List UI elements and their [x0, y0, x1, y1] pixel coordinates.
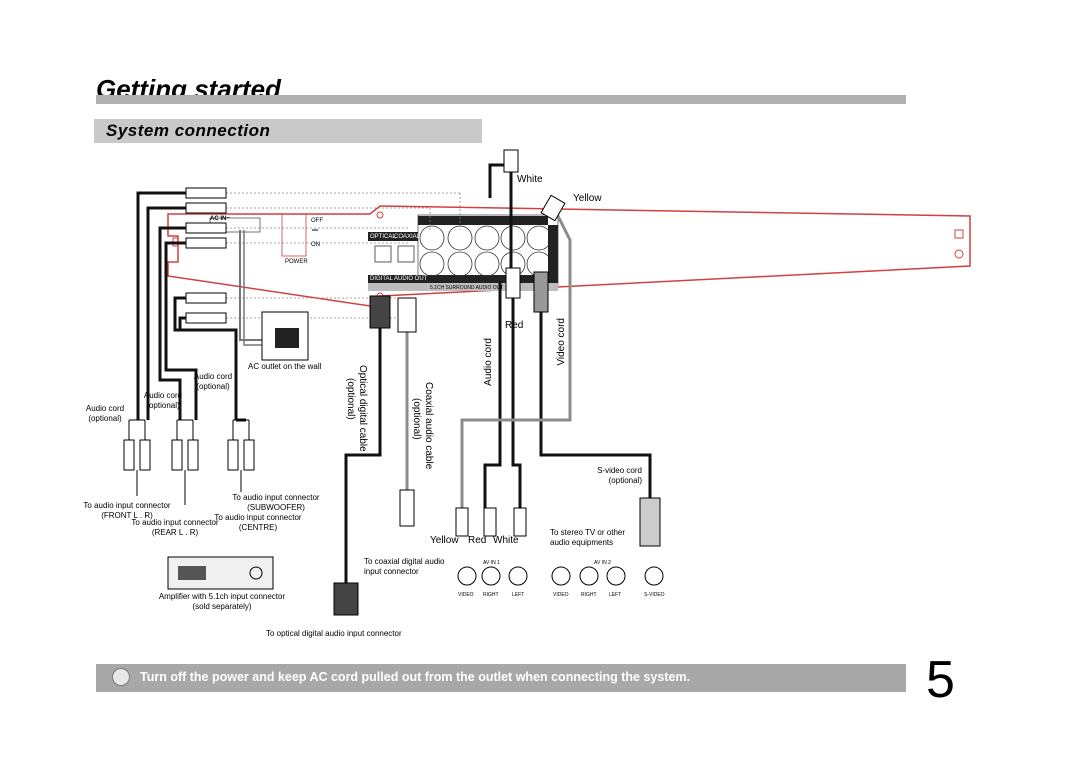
- coaxial-label: COAXIAL: [394, 234, 421, 240]
- coaxial-cable-label: Coaxial audio cable: [423, 382, 434, 470]
- optical-cable-optional: (optional): [345, 378, 356, 420]
- power-switch: [281, 213, 307, 257]
- optical-input-label: To optical digital audio input connector: [266, 629, 402, 638]
- red-label: Red: [505, 320, 524, 331]
- av-in-1-label: AV IN 1: [483, 560, 500, 566]
- av-in-2-label: AV IN 2: [594, 560, 611, 566]
- audio-cord-label-2: Audio cord(optional): [143, 391, 183, 410]
- power-label: POWER: [285, 259, 308, 265]
- svideo-cord-label: S-video cord(optional): [597, 466, 642, 485]
- audio-cord-label-3: Audio cord(optional): [85, 404, 125, 423]
- warning-text: Turn off the power and keep AC cord pull…: [140, 670, 691, 684]
- jack-right-2: RIGHT: [581, 592, 597, 598]
- surround-out-label: 5.1CH SURROUND AUDIO OUT: [430, 285, 504, 291]
- jack-video-2: VIDEO: [553, 592, 569, 598]
- rca-plugs-left: [185, 187, 227, 324]
- jack-right-1: RIGHT: [483, 592, 499, 598]
- optical-label: OPTICAL: [370, 234, 396, 240]
- section-title-bar: [94, 119, 482, 143]
- red-bottom-label: Red: [468, 535, 487, 546]
- optical-plug-bottom: [333, 582, 359, 616]
- ac-in-label: AC IN~: [210, 216, 230, 222]
- centre-connector-label: To audio input connector(CENTRE): [214, 513, 302, 532]
- audio-cord-label: Audio cord: [483, 338, 494, 386]
- yellow-bottom-label: Yellow: [430, 535, 459, 546]
- lightbulb-icon: [112, 668, 130, 686]
- rear-connector-label: To audio input connector(REAR L . R): [131, 518, 219, 537]
- on-label: ON: [311, 242, 320, 248]
- section-title: System connection: [106, 121, 271, 140]
- jack-left-1: LEFT: [512, 592, 525, 598]
- jack-left-2: LEFT: [609, 592, 622, 598]
- title-underline-bar: [96, 95, 906, 104]
- optical-cable-label: Optical digital cable: [357, 365, 368, 452]
- coaxial-cable-optional: (optional): [411, 398, 422, 440]
- amplifier-label: Amplifier with 5.1ch input connector(sol…: [158, 592, 286, 611]
- audio-cord-label-1: Audio cord(optional): [193, 372, 233, 391]
- optical-plug: [369, 295, 391, 329]
- subwoofer-connector-label: To audio input connector(SUBWOOFER): [232, 493, 320, 512]
- white-top-label: White: [517, 174, 543, 185]
- jack-svideo: S-VIDEO: [644, 592, 665, 598]
- video-cord-label: Video cord: [556, 318, 567, 366]
- jack-video-1: VIDEO: [458, 592, 474, 598]
- off-label: OFF: [311, 218, 323, 224]
- digital-audio-out-label: DIGITAL AUDIO OUT: [370, 276, 428, 282]
- white-bottom-label: White: [493, 535, 519, 546]
- ac-outlet-label: AC outlet on the wall: [248, 362, 322, 371]
- page-number: 5: [926, 651, 955, 709]
- yellow-top-label: Yellow: [573, 193, 602, 204]
- warning-bar: [96, 664, 906, 692]
- front-connector-label: To audio input connector(FRONT L . R): [83, 501, 171, 520]
